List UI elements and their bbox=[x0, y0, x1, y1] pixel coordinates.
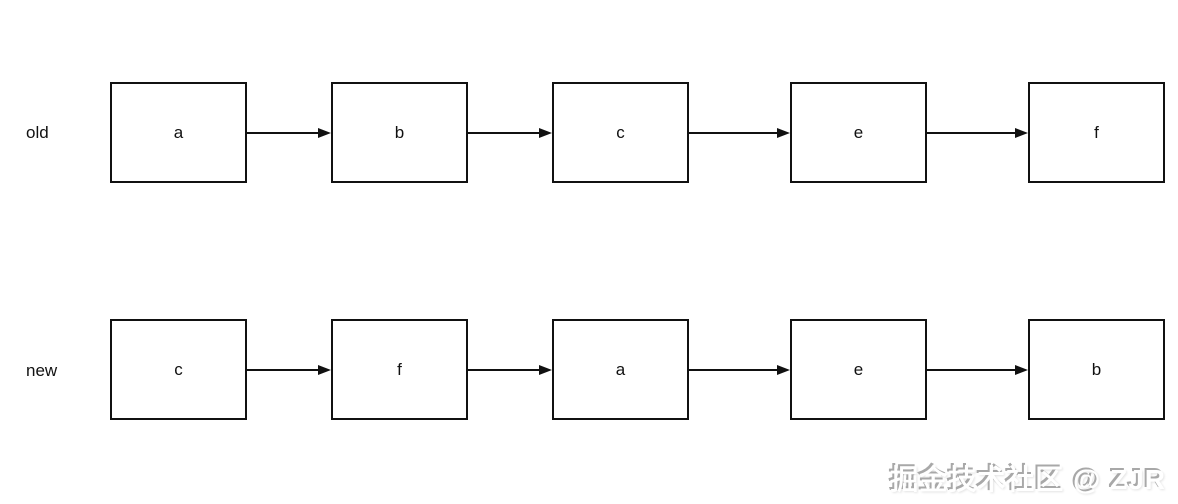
arrowhead-right-icon bbox=[539, 128, 552, 138]
node-new-c-label: c bbox=[174, 359, 183, 379]
arrowhead-right-icon bbox=[777, 365, 790, 375]
node-new-a: a bbox=[552, 319, 689, 420]
arrowhead-right-icon bbox=[1015, 128, 1028, 138]
arrow-line bbox=[247, 132, 320, 134]
arrow-line bbox=[689, 132, 779, 134]
node-new-b-label: b bbox=[1091, 359, 1102, 379]
node-new-f: f bbox=[331, 319, 468, 420]
arrow-old-c-to-e bbox=[689, 127, 790, 139]
arrow-new-e-to-b bbox=[927, 364, 1028, 376]
row-label-new: new bbox=[26, 361, 58, 380]
node-old-b-label: b bbox=[394, 122, 405, 142]
arrowhead-right-icon bbox=[539, 365, 552, 375]
arrow-line bbox=[468, 132, 541, 134]
node-new-a-label: a bbox=[615, 359, 626, 379]
node-old-e: e bbox=[790, 82, 927, 183]
node-new-e: e bbox=[790, 319, 927, 420]
arrowhead-right-icon bbox=[318, 128, 331, 138]
node-new-b: b bbox=[1028, 319, 1165, 420]
node-old-e-label: e bbox=[853, 122, 864, 142]
arrow-new-f-to-a bbox=[468, 364, 552, 376]
node-old-c-label: c bbox=[616, 122, 625, 142]
arrowhead-right-icon bbox=[318, 365, 331, 375]
arrow-line bbox=[468, 369, 541, 371]
node-new-e-label: e bbox=[853, 359, 864, 379]
arrow-line bbox=[689, 369, 779, 371]
node-old-a-label: a bbox=[173, 122, 184, 142]
arrowhead-right-icon bbox=[777, 128, 790, 138]
arrow-line bbox=[927, 132, 1017, 134]
node-old-c: c bbox=[552, 82, 689, 183]
node-new-f-label: f bbox=[397, 359, 402, 379]
arrowhead-right-icon bbox=[1015, 365, 1028, 375]
watermark: 掘金技术社区 @ ZJR bbox=[890, 464, 1166, 495]
arrow-new-c-to-f bbox=[247, 364, 331, 376]
node-old-f-label: f bbox=[1094, 122, 1099, 142]
arrow-line bbox=[927, 369, 1017, 371]
node-new-c: c bbox=[110, 319, 247, 420]
node-old-b: b bbox=[331, 82, 468, 183]
node-old-f: f bbox=[1028, 82, 1165, 183]
arrow-old-a-to-b bbox=[247, 127, 331, 139]
row-label-old: old bbox=[26, 123, 49, 142]
arrow-new-a-to-e bbox=[689, 364, 790, 376]
arrow-old-b-to-c bbox=[468, 127, 552, 139]
arrow-line bbox=[247, 369, 320, 371]
node-old-a: a bbox=[110, 82, 247, 183]
arrow-old-e-to-f bbox=[927, 127, 1028, 139]
